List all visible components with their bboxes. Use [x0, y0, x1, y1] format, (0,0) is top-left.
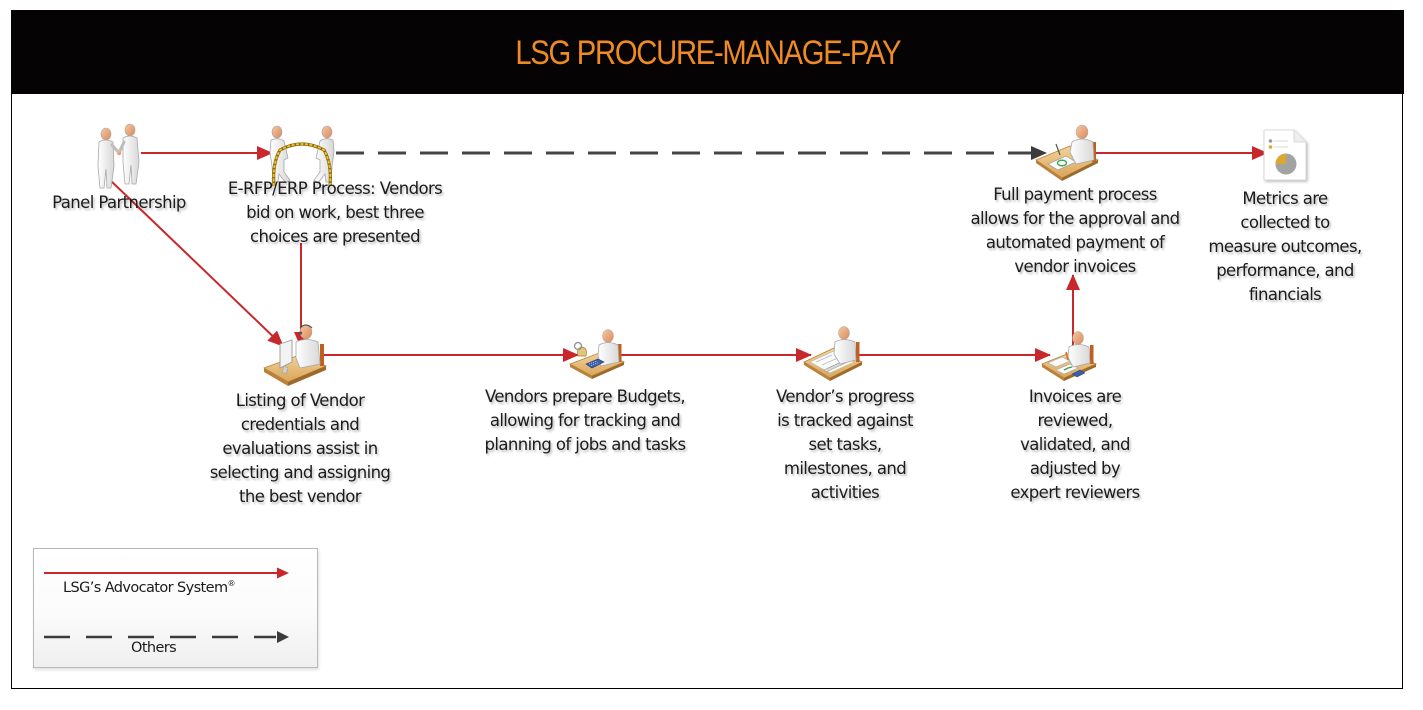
label-line: vendor invoices [1014, 257, 1136, 276]
legend-advocator-arrow [44, 567, 289, 579]
label-line: Panel Partnership [52, 193, 186, 212]
label-line: Listing of Vendor [235, 391, 365, 410]
label-line: financials [1248, 285, 1322, 304]
person-with-calculator-icon [569, 329, 625, 379]
tug-of-war-icon [269, 125, 335, 187]
label-line: Vendors prepare Budgets, [484, 387, 686, 406]
label-line: reviewed, [1037, 411, 1113, 430]
connector-partnership-to-listing [109, 179, 284, 347]
label-line: selecting and assigning [209, 463, 391, 482]
label-line: milestones, and [783, 459, 907, 478]
label-line: Invoices are [1028, 387, 1122, 406]
node-label-erfp-process: E-RFP/ERP Process: Vendors bid on work, b… [205, 177, 465, 249]
label-line: allows for the approval and [970, 209, 1180, 228]
person-signing-document-icon [1035, 124, 1099, 181]
label-line: adjusted by [1029, 459, 1121, 478]
person-at-drafting-table-icon [803, 326, 863, 381]
node-label-budgets: Vendors prepare Budgets, allowing for tra… [460, 385, 710, 457]
label-line: choices are presented [250, 227, 421, 246]
legend: LSG’s Advocator System® Others [33, 548, 318, 668]
label-line: performance, and [1216, 261, 1354, 280]
person-reviewing-documents-icon [1041, 331, 1097, 381]
node-label-metrics: Metrics are collected to measure outcomes,… [1190, 187, 1380, 307]
registered-mark: ® [227, 579, 235, 588]
label-line: bid on work, best three [246, 203, 424, 222]
title-banner: LSG PROCURE-MANAGE-PAY [11, 10, 1404, 94]
report-pie-chart-icon [1263, 129, 1307, 181]
page-title: LSG PROCURE-MANAGE-PAY [515, 33, 901, 72]
legend-others-label: Others [131, 640, 177, 656]
label-line: Vendor’s progress [775, 387, 915, 406]
legend-advocator-label: LSG’s Advocator System® [63, 579, 236, 596]
label-line: activities [810, 483, 880, 502]
legend-others-arrow [44, 631, 289, 643]
label-line: Metrics are [1242, 189, 1328, 208]
label-line: automated payment of [985, 233, 1165, 252]
label-line: allowing for tracking and [489, 411, 681, 430]
label-line: validated, and [1020, 435, 1130, 454]
node-label-full-payment: Full payment process allows for the appro… [955, 183, 1195, 279]
node-label-progress-tracking: Vendor’s progress is tracked against set t… [735, 385, 955, 505]
label-line: credentials and [240, 415, 360, 434]
person-at-computer-icon [263, 324, 327, 386]
label-line: expert reviewers [1010, 483, 1140, 502]
label-line: set tasks, [808, 435, 882, 454]
label-line: collected to [1240, 213, 1330, 232]
label-line: the best vendor [239, 487, 362, 506]
label-line: planning of jobs and tasks [484, 435, 686, 454]
node-label-invoice-review: Invoices are reviewed, validated, and adjus… [975, 385, 1175, 505]
label-line: Full payment process [993, 185, 1157, 204]
node-label-vendor-listing: Listing of Vendor credentials and evaluati… [185, 389, 415, 509]
legend-advocator-text: LSG’s Advocator System [63, 580, 228, 596]
label-line: is tracked against [777, 411, 913, 430]
node-label-panel-partnership: Panel Partnership [34, 191, 204, 215]
label-line: evaluations assist in [222, 439, 378, 458]
label-line: measure outcomes, [1208, 237, 1362, 256]
label-line: E-RFP/ERP Process: Vendors [227, 179, 443, 198]
handshake-icon [97, 123, 140, 189]
